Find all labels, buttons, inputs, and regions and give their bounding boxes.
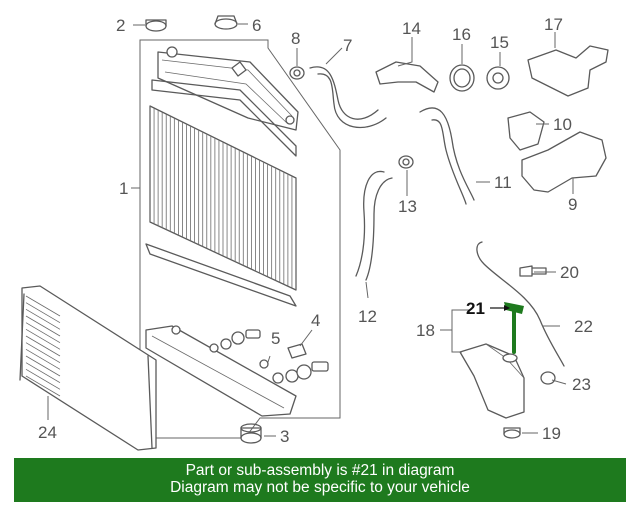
part-22-hose	[476, 241, 565, 367]
banner-line-2: Diagram may not be specific to your vehi…	[170, 479, 470, 496]
part-9-inlet-housing	[521, 131, 607, 193]
radiator-core	[149, 105, 297, 291]
part-3-grommet	[240, 423, 262, 444]
part-14-water-inlet	[375, 61, 439, 93]
condenser-fin	[25, 315, 61, 337]
part-7-upper-hose	[309, 66, 387, 129]
part-18-reservoir-tank	[459, 343, 525, 419]
callout-19: 19	[542, 424, 561, 443]
part-24-condenser	[19, 285, 157, 451]
callout-23: 23	[572, 375, 591, 394]
callout-15: 15	[490, 33, 509, 52]
condenser-fin	[25, 322, 61, 344]
part-21-highlighted-hose	[504, 302, 524, 354]
drain-cock-parts	[209, 329, 329, 384]
lower-seal-strip	[145, 243, 297, 307]
callout-14: 14	[402, 19, 421, 38]
part-2-radiator-cap	[145, 19, 167, 32]
callout-20: 20	[560, 263, 579, 282]
upper-seal-strip	[151, 79, 297, 157]
condenser-fin	[25, 335, 61, 357]
condenser-fin	[25, 375, 61, 397]
callout-4: 4	[311, 311, 320, 330]
part-17-water-outlet	[527, 45, 609, 97]
callout-18: 18	[416, 321, 435, 340]
radiator-assembly-outline	[139, 39, 341, 439]
callout-6: 6	[252, 16, 261, 35]
condenser-fin	[25, 328, 61, 350]
condenser-fin	[25, 368, 61, 390]
callout-1: 1	[119, 179, 128, 198]
condenser-fin	[25, 302, 61, 324]
callout-8: 8	[291, 29, 300, 48]
callout-2: 2	[116, 16, 125, 35]
condenser-fin	[25, 348, 61, 370]
callout-17: 17	[544, 15, 563, 34]
part-5-o-ring	[259, 359, 269, 369]
part-8-clamp	[289, 66, 305, 80]
part-23-clamp	[540, 371, 556, 385]
leader-lines	[47, 23, 574, 437]
part-16-gasket	[449, 64, 475, 92]
callout-7: 7	[343, 36, 352, 55]
callout-10: 10	[553, 115, 572, 134]
callout-5: 5	[271, 329, 280, 348]
part-15-thermostat	[486, 66, 510, 90]
callout-9: 9	[568, 195, 577, 214]
condenser-fin	[25, 308, 61, 330]
part-19-cap	[503, 427, 521, 439]
callout-3: 3	[280, 427, 289, 446]
condenser-fin	[25, 342, 61, 364]
info-banner: Part or sub-assembly is #21 in diagram D…	[14, 458, 626, 502]
part-10-gasket	[507, 111, 545, 151]
radiator-upper-tank	[157, 46, 299, 131]
radiator-lower-tank	[145, 325, 297, 417]
callout-24: 24	[38, 423, 57, 442]
part-6-cap	[214, 15, 238, 30]
part-12-lower-hose	[355, 170, 393, 281]
condenser-fin	[25, 295, 61, 317]
condenser-fin	[25, 362, 61, 384]
callout-13: 13	[398, 197, 417, 216]
condenser-fin	[25, 355, 61, 377]
callout-12: 12	[358, 307, 377, 326]
callout-22: 22	[574, 317, 593, 336]
callout-11: 11	[494, 173, 512, 192]
banner-line-1: Part or sub-assembly is #21 in diagram	[185, 462, 455, 479]
part-13-clamp	[398, 155, 414, 169]
callout-21: 21	[466, 299, 485, 318]
part-20-bolt	[519, 265, 547, 277]
part-4-drain-cock	[287, 343, 307, 359]
part-11-hose	[419, 107, 475, 205]
callout-16: 16	[452, 25, 471, 44]
